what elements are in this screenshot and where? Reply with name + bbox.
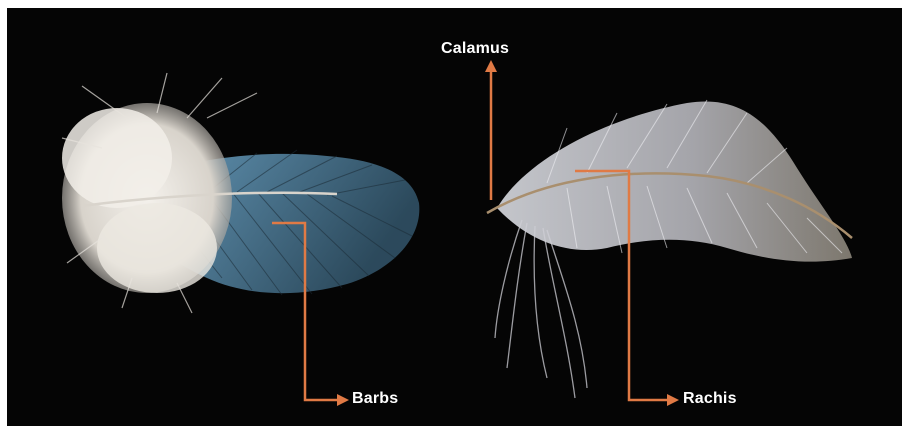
feather-photo: Calamus Barbs Rachis	[7, 8, 902, 426]
feather-illustration	[7, 8, 902, 426]
right-feather	[487, 100, 852, 398]
calamus-arrow-head	[485, 60, 497, 72]
left-feather	[62, 73, 419, 313]
barbs-arrow-head	[337, 394, 349, 406]
barbs-label: Barbs	[352, 390, 398, 408]
right-feather-vane	[497, 101, 852, 261]
calamus-label: Calamus	[441, 40, 509, 58]
rachis-arrow-head	[667, 394, 679, 406]
rachis-label: Rachis	[683, 390, 737, 408]
